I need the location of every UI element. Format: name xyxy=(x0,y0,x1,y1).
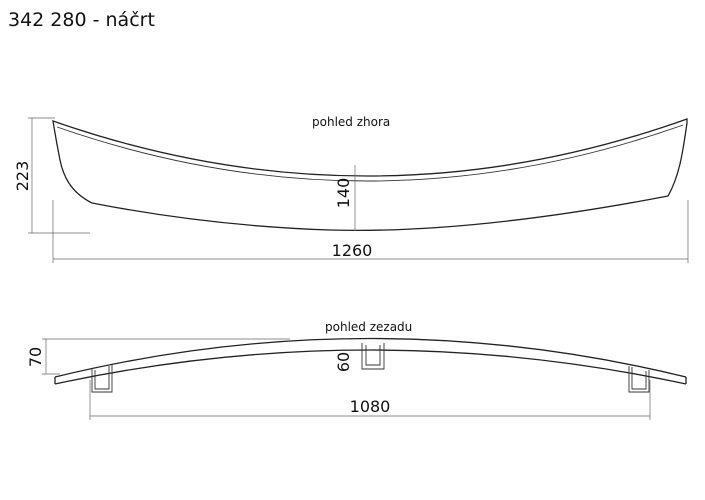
top-view-label: pohled zhora xyxy=(312,115,390,129)
drawing-title: 342 280 - náčrt xyxy=(8,9,155,31)
left-foot xyxy=(91,365,113,393)
right-foot-inner xyxy=(631,367,647,390)
left-foot-inner xyxy=(94,366,110,390)
right-foot xyxy=(628,366,650,393)
dim-back-height: 70 xyxy=(26,347,45,367)
center-leg xyxy=(361,343,385,370)
back-view-top-edge xyxy=(54,337,687,378)
dim-leg-span: 1080 xyxy=(350,397,391,416)
back-view: pohled zezadu 70 60 1080 xyxy=(26,320,687,420)
top-view: pohled zhora 223 140 1260 xyxy=(13,115,689,263)
top-view-inner-edge xyxy=(56,124,684,182)
dim-top-height: 223 xyxy=(13,161,32,192)
dim-center-leg: 60 xyxy=(334,352,353,372)
top-view-outline xyxy=(52,118,688,232)
dim-total-length: 1260 xyxy=(332,241,373,260)
back-view-bottom-edge xyxy=(54,349,687,385)
center-leg-inner xyxy=(365,345,381,366)
back-view-label: pohled zezadu xyxy=(325,320,412,334)
dim-center-depth: 140 xyxy=(334,178,353,209)
